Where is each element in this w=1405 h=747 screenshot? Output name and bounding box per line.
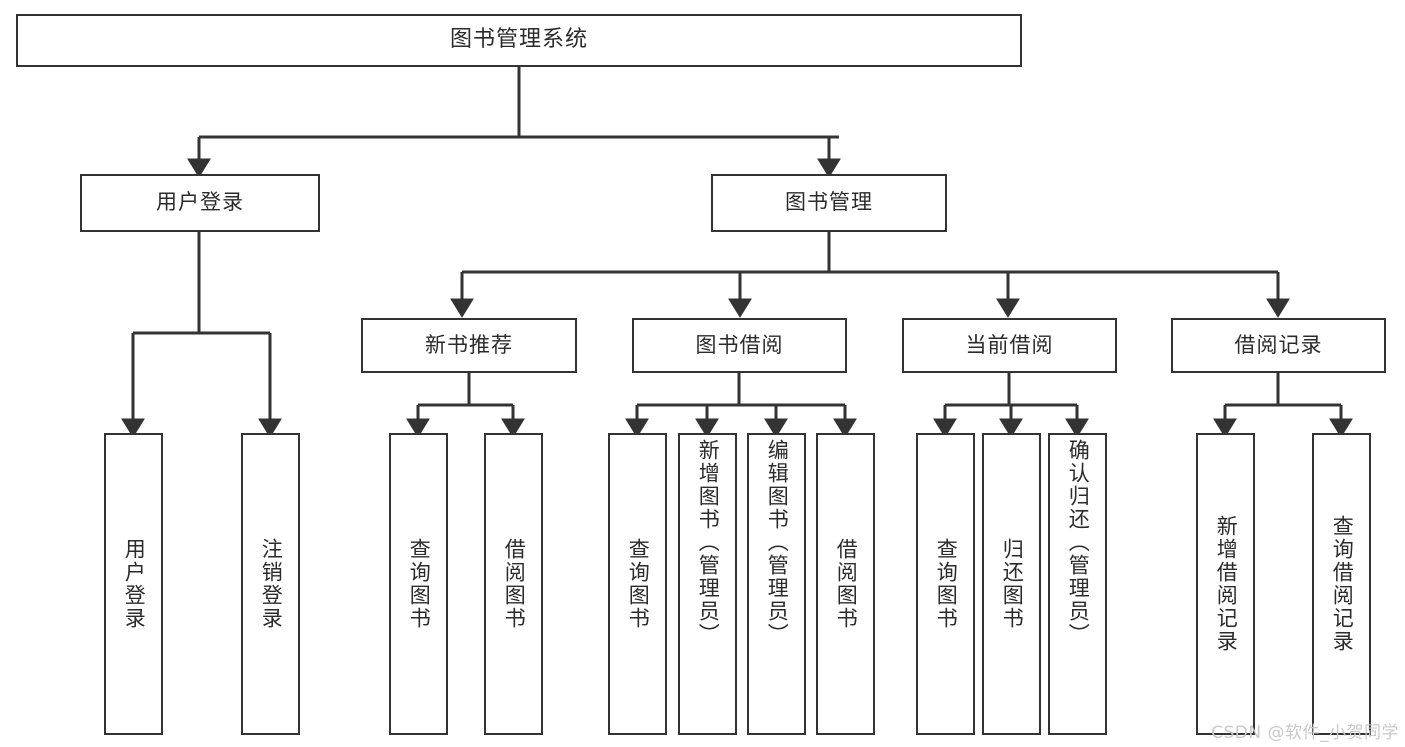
node-new-book-recommend[interactable]: 新书推荐 [361, 318, 577, 373]
leaf-edit-book-admin[interactable]: 编辑图书（管理员） [747, 433, 806, 735]
leaf-borrow-book-recommend[interactable]: 借阅图书 [484, 433, 543, 735]
leaf-label: 借阅图书 [834, 538, 859, 630]
leaf-label: 归还图书 [1000, 538, 1025, 630]
leaf-label: 编辑图书（管理员） [765, 439, 790, 646]
leaf-return-book[interactable]: 归还图书 [982, 433, 1041, 735]
leaf-label: 借阅图书 [502, 538, 527, 630]
leaf-label: 查询图书 [934, 538, 959, 630]
leaf-label: 查询图书 [626, 538, 651, 630]
leaf-label: 新增图书（管理员） [696, 439, 721, 646]
leaf-label: 查询图书 [407, 538, 432, 630]
leaf-query-borrow-record[interactable]: 查询借阅记录 [1312, 433, 1371, 735]
leaf-logout[interactable]: 注销登录 [241, 433, 300, 735]
leaf-query-book-borrow[interactable]: 查询图书 [608, 433, 667, 735]
leaf-add-book-admin[interactable]: 新增图书（管理员） [678, 433, 737, 735]
leaf-user-login[interactable]: 用户登录 [104, 433, 163, 735]
leaf-label: 查询借阅记录 [1330, 515, 1355, 653]
node-user-login[interactable]: 用户登录 [80, 174, 320, 232]
watermark: CSDN @软件_小贺同学 [1211, 723, 1399, 743]
leaf-borrow-book[interactable]: 借阅图书 [816, 433, 875, 735]
leaf-query-book-current[interactable]: 查询图书 [916, 433, 975, 735]
node-book-borrow[interactable]: 图书借阅 [632, 318, 847, 373]
node-book-management[interactable]: 图书管理 [711, 174, 947, 232]
node-current-borrow[interactable]: 当前借阅 [902, 318, 1117, 373]
leaf-query-book-recommend[interactable]: 查询图书 [389, 433, 448, 735]
leaf-label: 用户登录 [122, 538, 147, 630]
node-borrow-record[interactable]: 借阅记录 [1171, 318, 1386, 373]
node-root[interactable]: 图书管理系统 [16, 14, 1022, 67]
leaf-confirm-return-admin[interactable]: 确认归还（管理员） [1048, 433, 1107, 735]
leaf-label: 新增借阅记录 [1214, 515, 1239, 653]
leaf-label: 确认归还（管理员） [1066, 439, 1091, 646]
leaf-label: 注销登录 [259, 538, 284, 630]
leaf-add-borrow-record[interactable]: 新增借阅记录 [1196, 433, 1255, 735]
